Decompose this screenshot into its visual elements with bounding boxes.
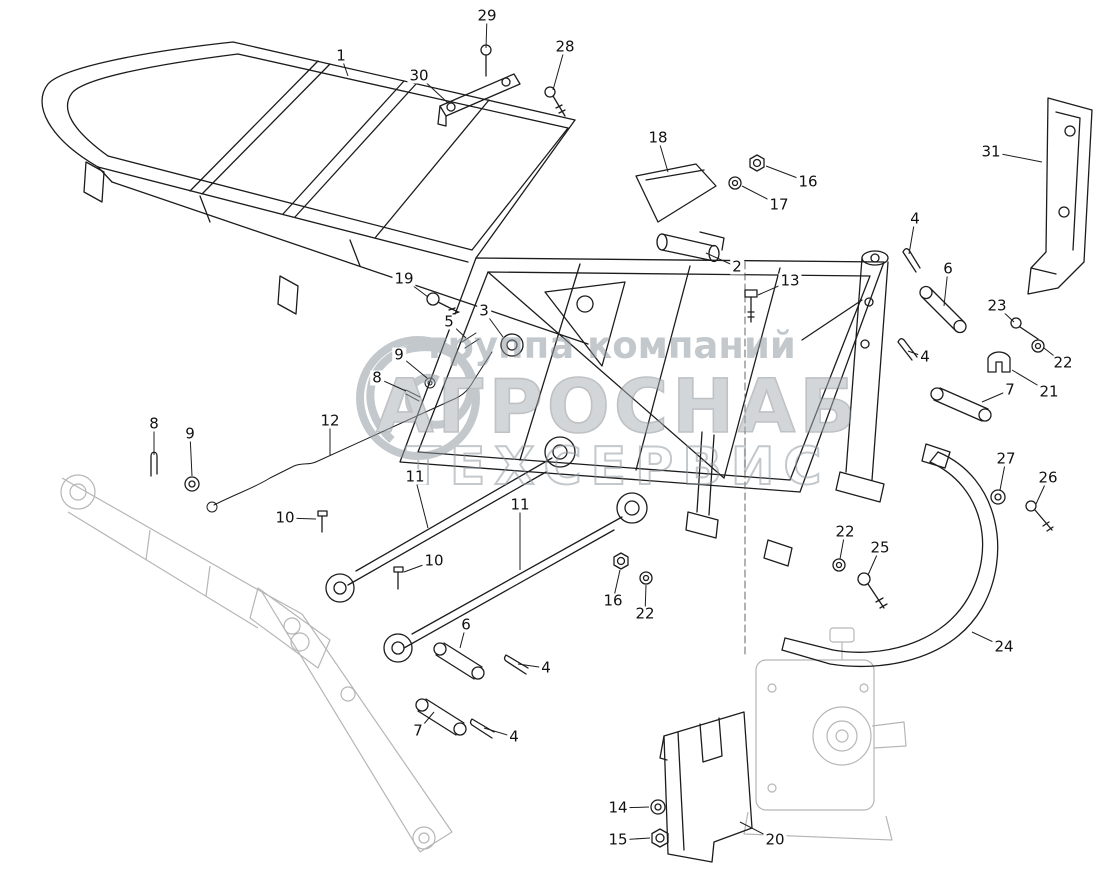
link-rods-11-drawing xyxy=(325,457,623,663)
part-number-label-6: 6 xyxy=(941,259,955,278)
part-number-label-12: 12 xyxy=(318,411,342,430)
part-number-label-1: 1 xyxy=(334,46,348,65)
hardware-glyphs xyxy=(150,44,1054,848)
part-number-label-27: 27 xyxy=(994,449,1018,468)
part-number-label-30: 30 xyxy=(407,66,431,85)
part-number-label-6: 6 xyxy=(459,615,473,634)
part-number-label-22: 22 xyxy=(1051,353,1075,372)
part-number-label-29: 29 xyxy=(475,6,499,25)
part-number-label-25: 25 xyxy=(868,538,892,557)
part-number-label-2: 2 xyxy=(730,257,744,276)
part-number-label-4: 4 xyxy=(908,209,922,228)
cutterbar-arm-phantom xyxy=(60,474,453,853)
part-number-label-7: 7 xyxy=(411,721,425,740)
part-number-label-22: 22 xyxy=(633,604,657,623)
part-number-label-22: 22 xyxy=(833,522,857,541)
u-tube-24-drawing xyxy=(763,443,999,668)
bracket-31-drawing xyxy=(1027,97,1093,295)
part-number-label-19: 19 xyxy=(392,269,416,288)
part-number-label-16: 16 xyxy=(601,591,625,610)
part-number-label-14: 14 xyxy=(606,798,630,817)
part-number-label-24: 24 xyxy=(992,637,1016,656)
part-number-label-4: 4 xyxy=(507,727,521,746)
part-number-label-11: 11 xyxy=(403,467,427,486)
bracket-20-drawing xyxy=(659,711,753,863)
part-number-label-15: 15 xyxy=(606,830,630,849)
right-support-post-drawing xyxy=(801,250,889,503)
part-number-label-20: 20 xyxy=(763,830,787,849)
part-number-label-4: 4 xyxy=(918,347,932,366)
part-number-label-17: 17 xyxy=(767,195,791,214)
part-number-label-7: 7 xyxy=(1003,380,1017,399)
part-number-label-8: 8 xyxy=(370,368,384,387)
part-number-label-4: 4 xyxy=(539,658,553,677)
part-number-label-9: 9 xyxy=(392,345,406,364)
part-number-label-16: 16 xyxy=(796,172,820,191)
leader-line xyxy=(414,476,429,529)
part-number-label-18: 18 xyxy=(646,128,670,147)
part-number-label-31: 31 xyxy=(979,142,1003,161)
part-number-label-26: 26 xyxy=(1036,468,1060,487)
part-number-label-9: 9 xyxy=(183,424,197,443)
part-number-label-13: 13 xyxy=(778,271,802,290)
part-number-label-10: 10 xyxy=(422,551,446,570)
part-number-label-8: 8 xyxy=(147,414,161,433)
part-number-label-21: 21 xyxy=(1037,382,1061,401)
part-number-label-28: 28 xyxy=(553,37,577,56)
part-number-label-11: 11 xyxy=(508,495,532,514)
part-number-label-5: 5 xyxy=(442,312,456,331)
part-number-label-10: 10 xyxy=(273,508,297,527)
part-number-label-3: 3 xyxy=(477,301,491,320)
part-number-label-23: 23 xyxy=(985,296,1009,315)
guard-rail-frame-drawing xyxy=(41,41,589,345)
